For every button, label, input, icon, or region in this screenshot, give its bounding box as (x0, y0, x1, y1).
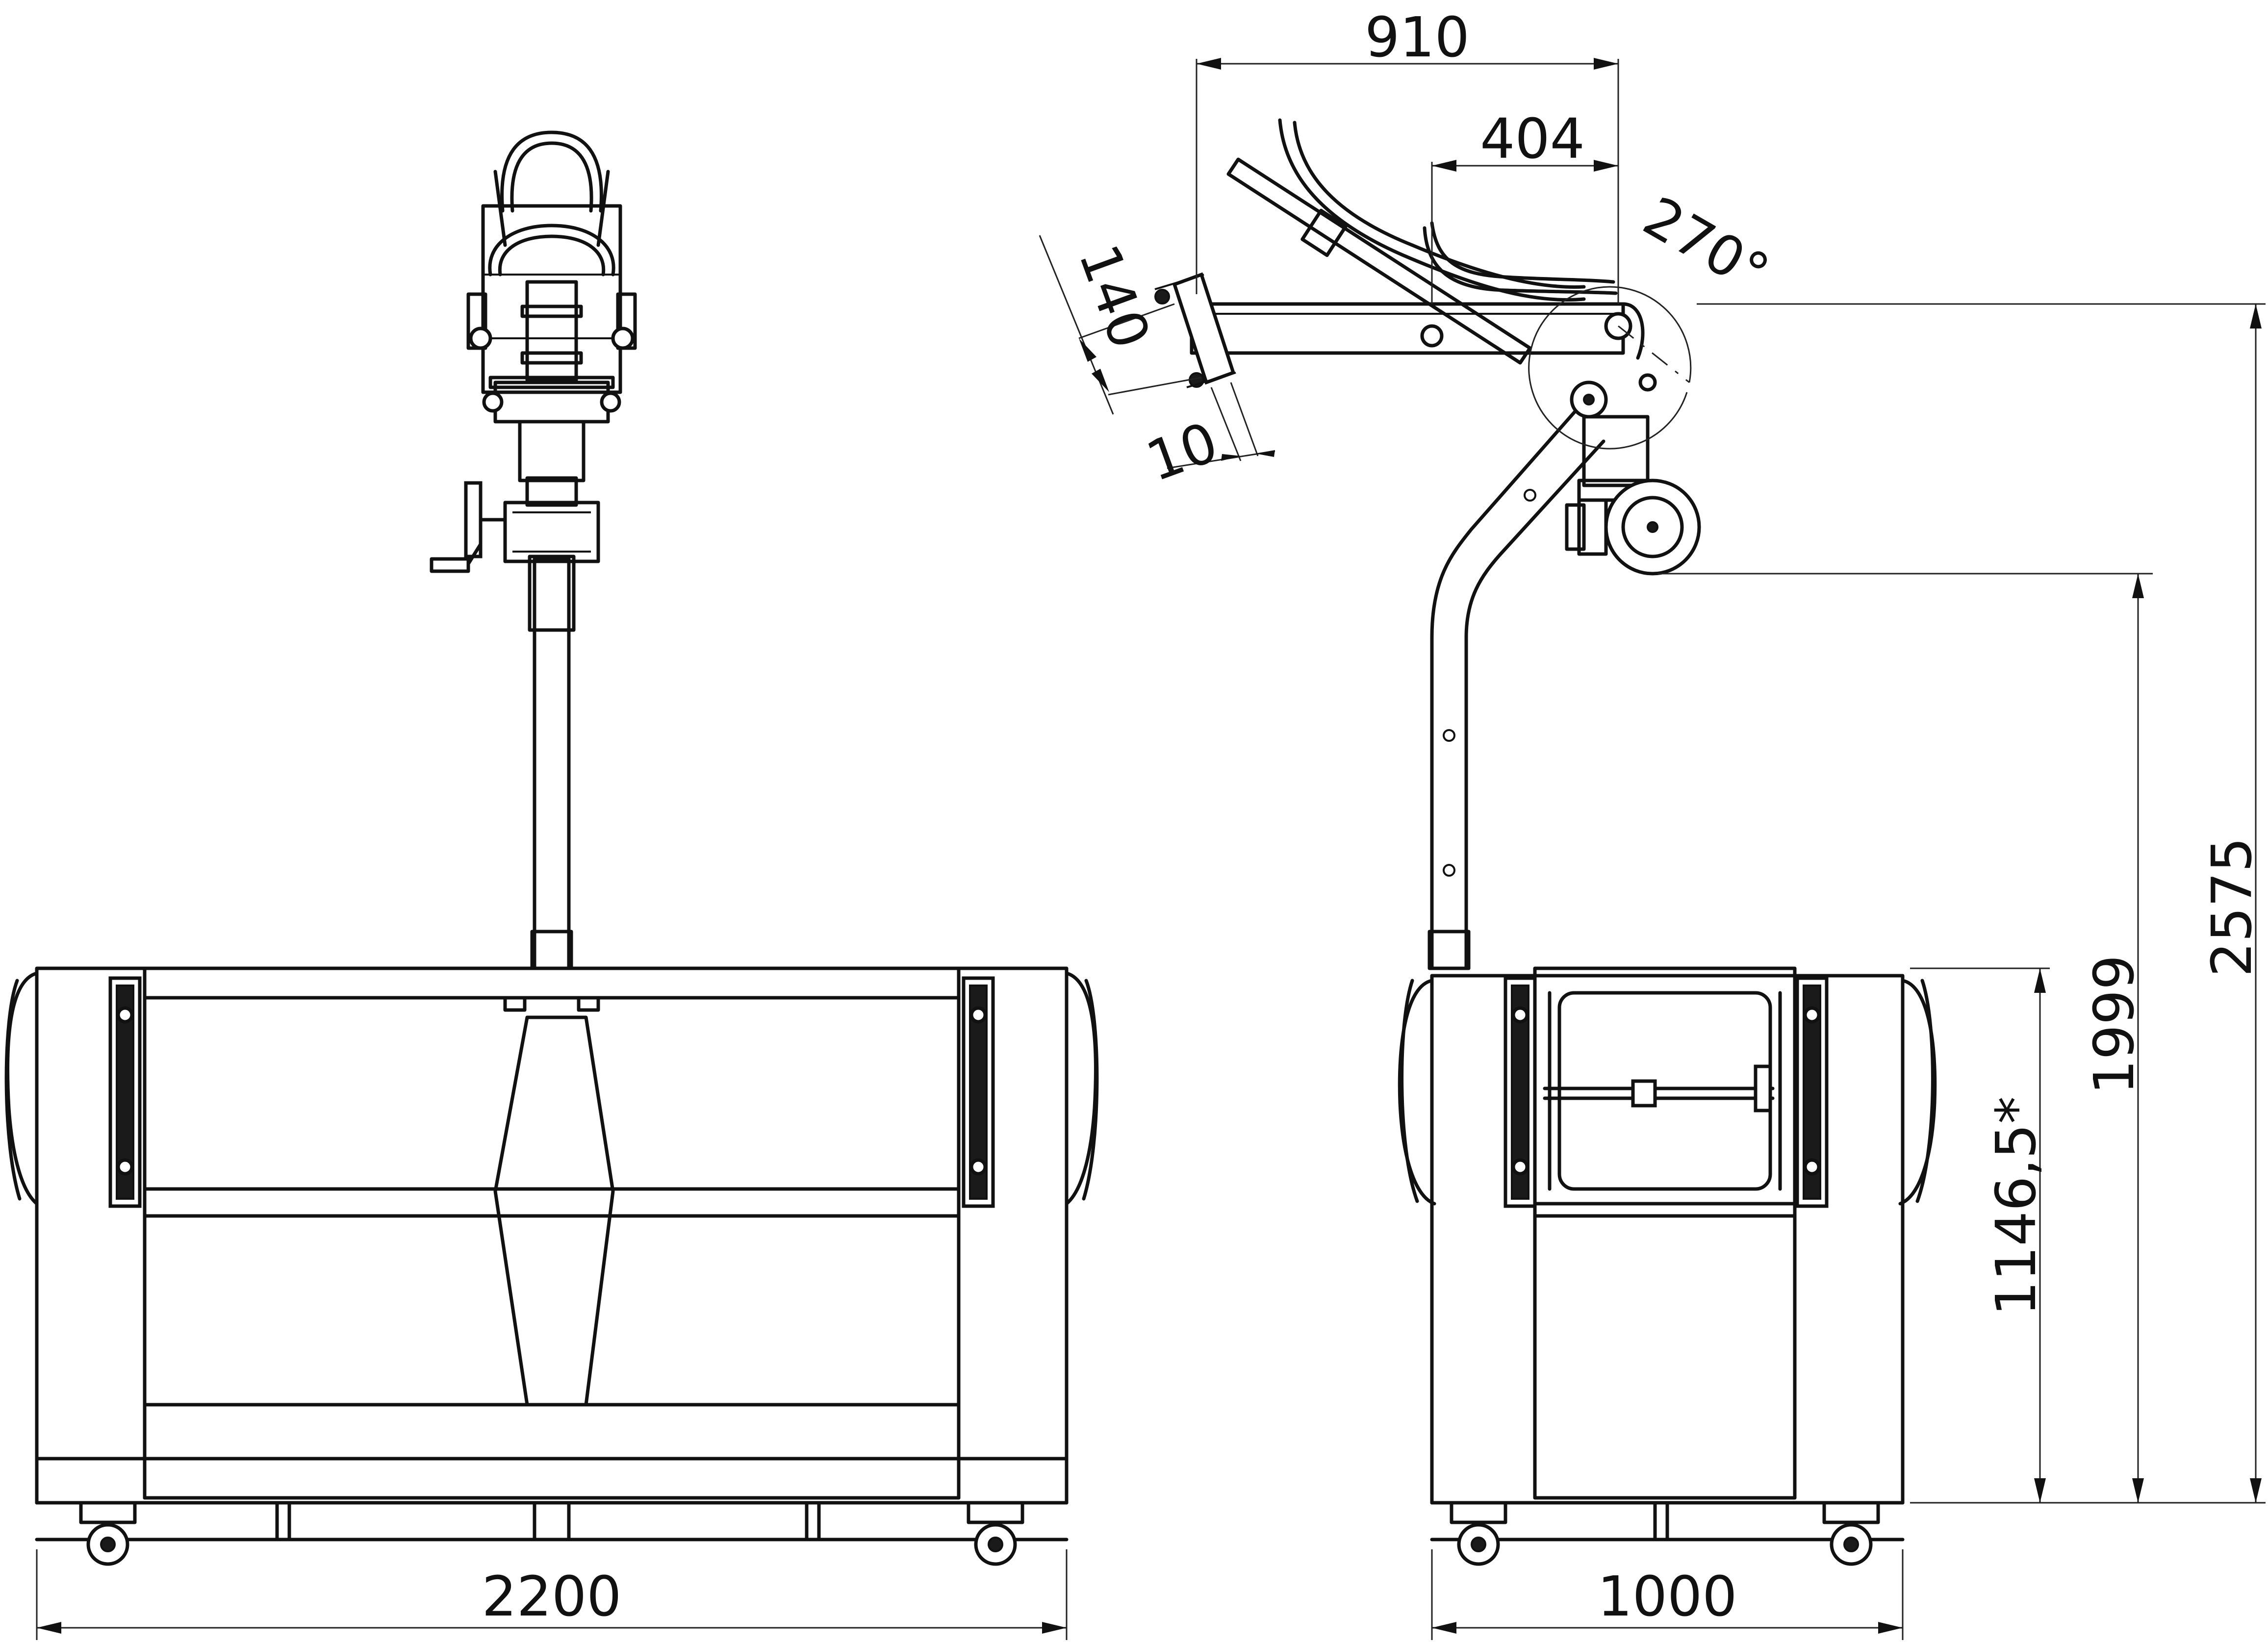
side-boom (1190, 302, 1625, 355)
dimension-140-label: 140 (1066, 236, 1162, 356)
dimension-140: 140 (1039, 235, 1202, 415)
front-inner-frame (143, 966, 961, 1500)
dimension-404-label: 404 (1480, 107, 1585, 171)
side-left-caster (1450, 1501, 1507, 1566)
front-funnel (493, 1015, 615, 1407)
dimension-10-label: 10 (1139, 410, 1226, 494)
dimension-1146-5: 1146,5* (1910, 967, 2050, 1503)
side-right-bumper (1898, 979, 1937, 1206)
side-rotation-arc (1528, 286, 1692, 450)
dimension-1000-label: 1000 (1597, 1565, 1737, 1629)
front-left-caster (79, 1501, 137, 1566)
dimension-404: 404 (1431, 107, 1619, 304)
front-top-handle (500, 130, 603, 213)
front-view (4, 130, 1099, 1566)
side-ram (1226, 157, 1532, 365)
side-cart-body (1430, 974, 1905, 1505)
dimension-270deg-label: 270° (1633, 185, 1780, 306)
dimension-270deg: 270° (1633, 185, 1780, 306)
front-column (533, 557, 571, 970)
side-right-caster (1822, 1501, 1880, 1566)
dimension-1146-5-label: 1146,5* (1985, 1096, 2048, 1316)
dimension-10: 10 (1139, 382, 1275, 494)
dimension-2575: 2575 (1697, 303, 2266, 1504)
dimension-1000: 1000 (1431, 1549, 1904, 1640)
side-tank (1557, 991, 1772, 1191)
dimension-2200: 2200 (36, 1549, 1068, 1640)
dimension-910-label: 910 (1365, 6, 1470, 70)
side-left-bumper (1398, 979, 1436, 1206)
front-right-caster (967, 1501, 1024, 1566)
front-head-body (525, 280, 578, 382)
front-gearbox (503, 501, 600, 563)
side-hoses (1278, 118, 1586, 302)
front-cart-body (35, 966, 1069, 1505)
dimension-2200-label: 2200 (482, 1565, 621, 1629)
side-flange (1172, 272, 1236, 385)
side-motor (1582, 415, 1650, 487)
dimension-1999-label: 1999 (2083, 955, 2146, 1094)
dimension-910: 910 (1196, 6, 1619, 304)
dimension-1999: 1999 (1657, 573, 2153, 1503)
dimension-2575-label: 2575 (2200, 837, 2264, 977)
side-view (1154, 118, 1937, 1566)
side-compartment (1533, 966, 1797, 1500)
side-column (1430, 405, 1581, 970)
